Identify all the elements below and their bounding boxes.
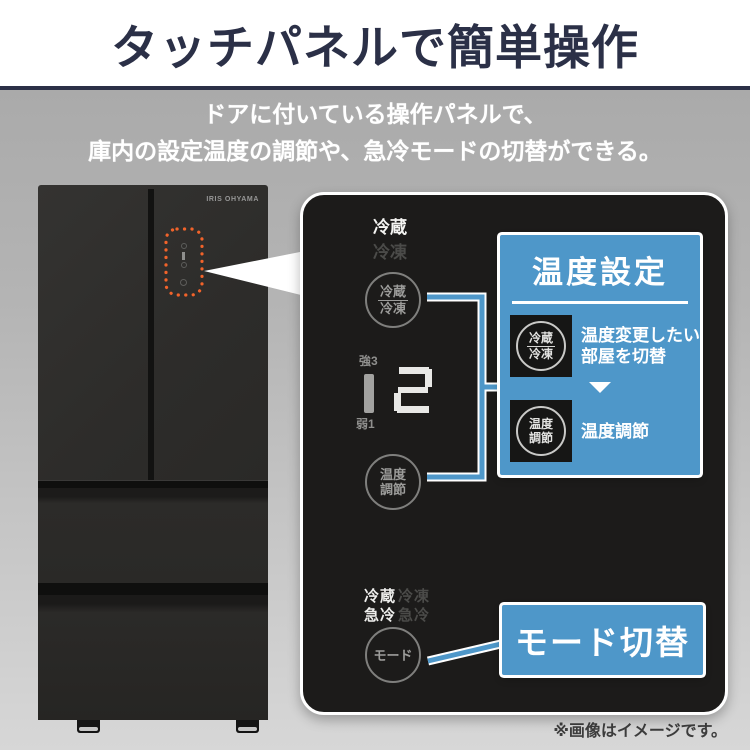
step1-desc-line2: 部屋を切替 [581, 347, 666, 366]
down-arrow-icon [589, 382, 611, 393]
step1-desc-line1: 温度変更したい [581, 326, 700, 345]
level-low-label: 弱1 [356, 417, 375, 431]
refrigerator-image: IRIS OHYAMA [38, 185, 268, 733]
temp-setting-callout: 温度設定 冷蔵 冷凍 温度変更したい 部屋を切替 温度 調節 温度調節 [500, 235, 700, 475]
step2-button-top: 温度 [528, 417, 553, 431]
page-title: タッチパネルで簡単操作 [111, 20, 639, 74]
quick-label-kyurei-off: 急冷 [398, 607, 431, 624]
level-high-label: 強3 [359, 354, 378, 368]
dotted-rect-icon [164, 227, 204, 297]
temp-callout-title: 温度設定 [532, 255, 668, 290]
label-rei-zo-active: 冷蔵 [373, 218, 407, 237]
pointer-wedge-icon [204, 251, 305, 296]
label-rei-to-inactive: 冷凍 [373, 243, 407, 262]
step1-button-bottom: 冷凍 [528, 347, 553, 361]
level-bar-indicator [364, 374, 374, 413]
mode-switch-callout: モード切替 [502, 605, 703, 675]
seven-segment-display: 2 [394, 367, 434, 418]
temperature-adjust-button[interactable]: 温度 調節 [365, 454, 421, 510]
callout-divider [512, 301, 688, 304]
step2-button-tile: 温度 調節 [510, 400, 572, 462]
compartment-select-bottom: 冷凍 [379, 301, 406, 316]
fridge-gap-line [38, 583, 268, 595]
touch-panel-highlight [163, 226, 205, 298]
digit-2-icon [394, 367, 432, 413]
quick-label-reito: 冷凍 [398, 588, 431, 605]
compartment-select-button[interactable]: 冷蔵 冷凍 [365, 272, 421, 328]
header-banner: タッチパネルで簡単操作 [0, 0, 750, 90]
step2-button-bottom: 調節 [528, 431, 553, 445]
fridge-drawer-upper [38, 488, 268, 583]
fridge-door-gap [148, 189, 154, 480]
brand-logo: IRIS OHYAMA [206, 196, 259, 203]
mini-button-icon [180, 279, 187, 286]
mini-button-icon [181, 243, 187, 249]
fridge-leg-right [236, 720, 259, 733]
temp-button-top: 温度 [379, 467, 406, 482]
step1-description: 温度変更したい 部屋を切替 [581, 325, 700, 367]
step1-button-top: 冷蔵 [526, 331, 555, 347]
intro-line-1: ドアに付いている操作パネルで、 [203, 101, 547, 127]
compartment-select-button-small: 冷蔵 冷凍 [516, 321, 566, 371]
image-disclaimer: ※画像はイメージです。 [553, 723, 727, 740]
fridge-drawer-lower [38, 595, 268, 720]
mini-display-icon [182, 252, 185, 260]
temp-button-bottom: 調節 [379, 482, 406, 497]
quick-label-reizo: 冷蔵 [364, 588, 397, 605]
mode-button-label: モード [373, 647, 413, 663]
mode-callout-title: モード切替 [515, 624, 690, 661]
fridge-leg-left [77, 720, 100, 733]
temperature-adjust-button-small: 温度 調節 [516, 406, 566, 456]
step2-description: 温度調節 [581, 422, 649, 441]
quick-label-kyurei-on: 急冷 [364, 607, 397, 624]
fridge-french-doors: IRIS OHYAMA [38, 185, 268, 480]
mini-button-icon [181, 262, 187, 268]
intro-line-2: 庫内の設定温度の調節や、急冷モードの切替ができる。 [88, 138, 662, 164]
step1-button-tile: 冷蔵 冷凍 [510, 315, 572, 377]
mode-button[interactable]: モード [365, 627, 421, 683]
compartment-select-top: 冷蔵 [377, 284, 408, 301]
intro-text: ドアに付いている操作パネルで、 庫内の設定温度の調節や、急冷モードの切替ができる… [0, 96, 750, 170]
fridge-gap-line [38, 480, 268, 488]
